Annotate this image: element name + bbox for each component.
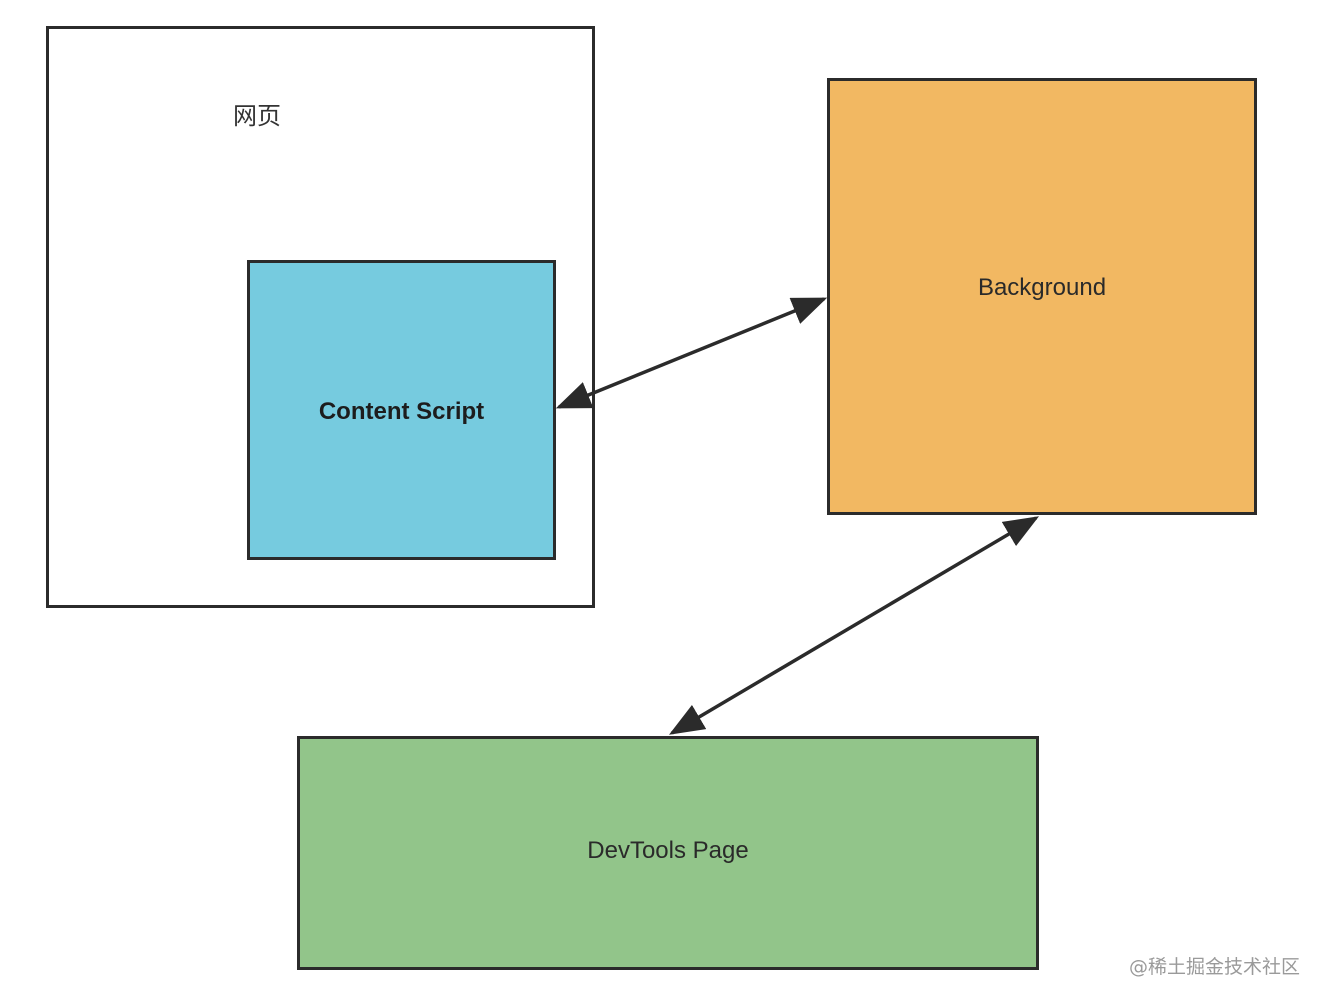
background-box: Background bbox=[827, 78, 1257, 515]
content-script-box: Content Script bbox=[247, 260, 556, 560]
webpage-label: 网页 bbox=[233, 102, 281, 130]
background-label: Background bbox=[977, 273, 1107, 301]
arrow-background-devtools bbox=[668, 516, 1040, 735]
watermark-text: @稀土掘金技术社区 bbox=[1128, 956, 1300, 978]
devtools-page-label: DevTools Page bbox=[587, 837, 749, 864]
content-script-label: Content Script bbox=[318, 398, 485, 425]
devtools-page-box: DevTools Page bbox=[297, 736, 1039, 970]
arrow-content-script-background bbox=[555, 297, 828, 409]
